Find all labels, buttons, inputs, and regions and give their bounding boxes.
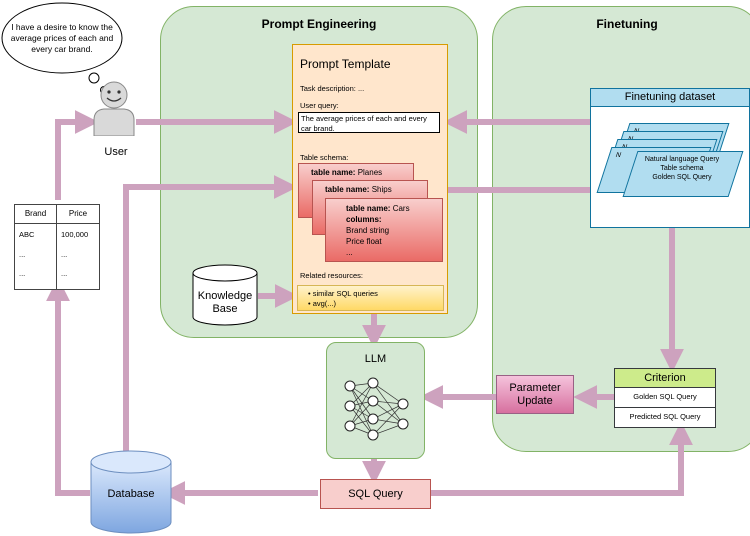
related-item-2: • avg(...) (308, 299, 337, 308)
table-card-cars: table name: Cars columns: Brand string P… (325, 198, 443, 262)
llm-label: LLM (364, 353, 387, 365)
knowledge-base-label: Knowledge Base (192, 290, 258, 316)
kb-line-2: Base (212, 303, 238, 315)
speech-bubble-shape (1, 2, 123, 94)
speech-line-3: every car brand. (31, 44, 93, 54)
dataset-line-3: Golden SQL Query (652, 174, 712, 181)
related-resources-label: Related resources: (300, 271, 363, 280)
user-query-label: User query: (300, 101, 339, 110)
database-label: Database (107, 488, 155, 500)
cell-price-3: ... (61, 269, 68, 278)
cars-columns: columns: (346, 215, 382, 224)
ships-name: table name: Ships (325, 185, 392, 194)
knowledge-base-cylinder (192, 264, 258, 326)
cell-brand-2: ... (19, 250, 26, 259)
price-table-header-rule (15, 223, 99, 224)
prompt-engineering-title: Prompt Engineering (261, 17, 377, 31)
speech-bubble-text: I have a desire to know the average pric… (5, 22, 119, 55)
finetuning-dataset-header: Finetuning dataset (591, 89, 749, 107)
prompt-template-title: Prompt Template (300, 57, 391, 71)
user-label: User (104, 146, 128, 158)
neural-network-icon (344, 377, 409, 441)
arrow-table-to-user (55, 110, 99, 200)
sql-query-box: SQL Query (320, 479, 431, 509)
criterion-golden: Golden SQL Query (633, 392, 697, 401)
cars-name: table name: Cars (346, 204, 410, 213)
table-schema-label: Table schema: (300, 153, 349, 162)
llm-box: LLM (326, 342, 425, 459)
parameter-update-box: Parameter Update (496, 375, 574, 414)
cell-price-1: 100,000 (61, 230, 89, 239)
param-line-2: Update (517, 395, 553, 407)
arrow-database-to-table (46, 277, 90, 496)
database-cylinder (90, 450, 172, 534)
dataset-line-1: Natural language Query (644, 156, 720, 163)
cell-brand-3: ... (19, 269, 26, 278)
criterion-predicted: Predicted SQL Query (629, 412, 701, 421)
user-query-box: The average prices of each and every car… (298, 112, 440, 133)
speech-line-1: I have a desire to know the (11, 22, 113, 32)
price-table-divider (56, 205, 57, 289)
cars-brand: Brand string (346, 226, 390, 235)
criterion-header: Criterion (615, 369, 715, 388)
cell-brand-1: ABC (19, 230, 35, 239)
arrow-database-to-schema (123, 175, 298, 455)
arrow-sql-to-criterion (430, 421, 693, 496)
dataset-line-2: Table schema (660, 165, 704, 172)
criterion-box: Criterion Golden SQL Query Predicted SQL… (614, 368, 716, 428)
cell-price-2: ... (61, 250, 68, 259)
cars-more: ... (346, 248, 353, 257)
col-header-price: Price (68, 209, 88, 218)
price-table: Brand Price ABC 100,000 ... ... ... ... (14, 204, 100, 290)
related-resources-box: • similar SQL queries • avg(...) (297, 285, 444, 311)
task-description: Task description: ... (300, 84, 365, 93)
finetuning-title: Finetuning (596, 17, 658, 31)
planes-name: table name: Planes (311, 168, 383, 177)
cars-price: Price float (346, 237, 382, 246)
user-icon (93, 81, 135, 136)
param-line-1: Parameter (509, 382, 561, 394)
speech-line-2: average prices of each and (10, 33, 114, 43)
kb-line-1: Knowledge (197, 290, 253, 302)
criterion-row-rule (615, 407, 715, 408)
related-item-1: • similar SQL queries (308, 289, 378, 298)
col-header-brand: Brand (24, 209, 47, 218)
user-query-text: The average prices of each and every car… (301, 114, 427, 133)
dataset-card-text: Natural language Query Table schema Gold… (630, 155, 734, 182)
